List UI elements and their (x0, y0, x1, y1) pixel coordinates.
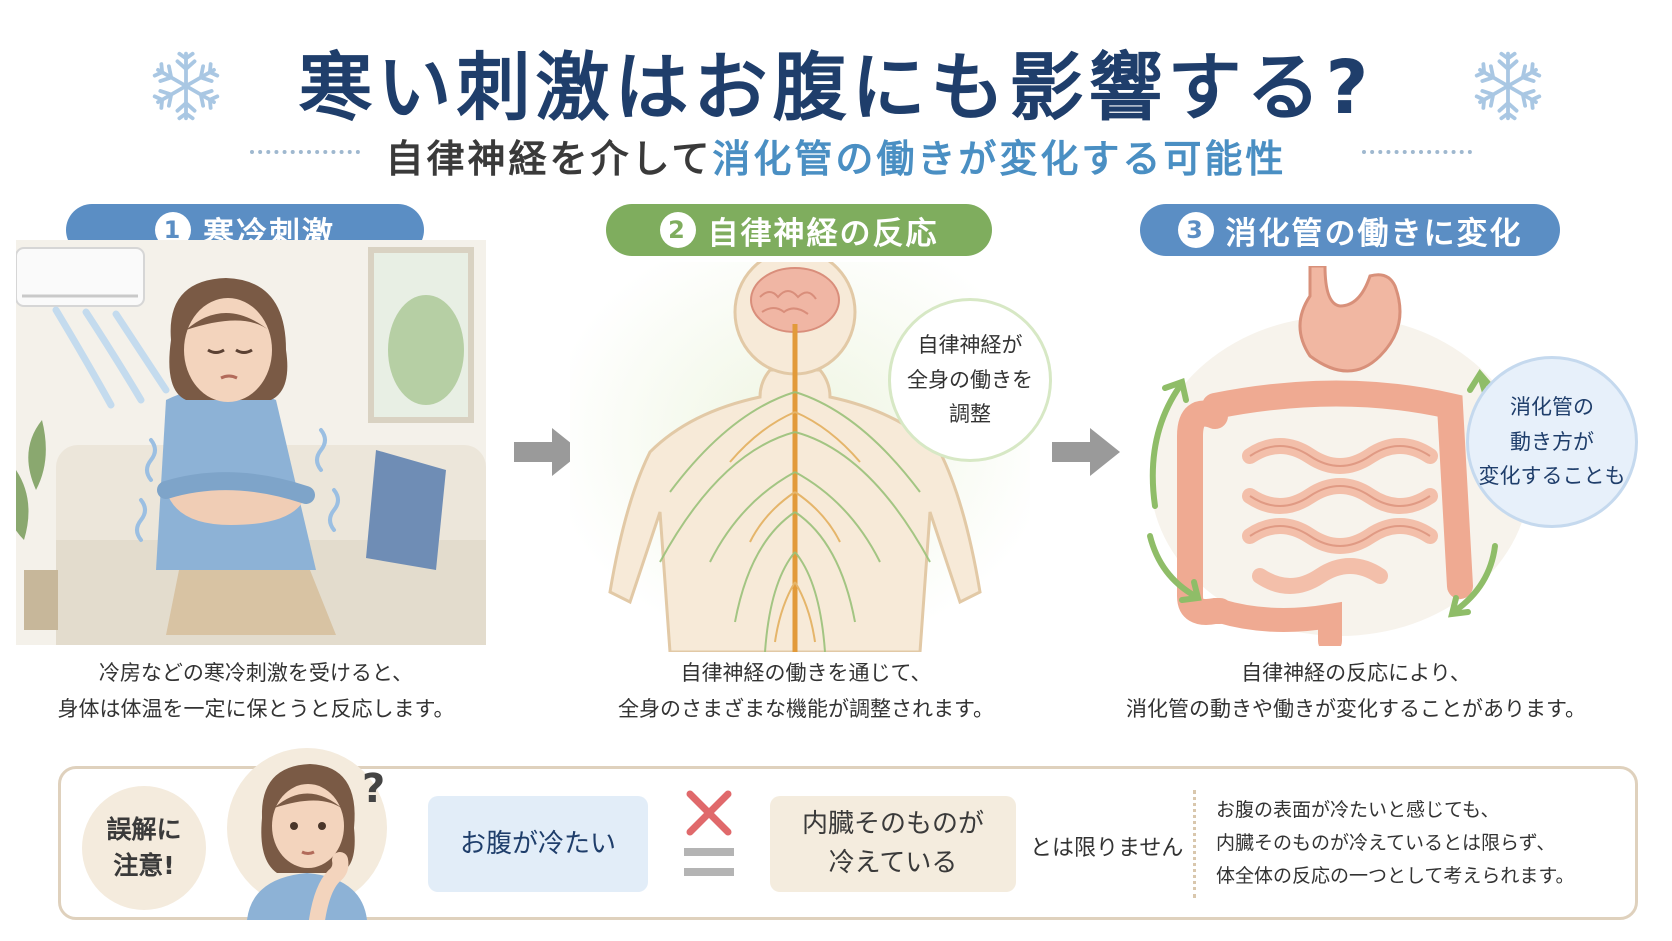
step-number: 2 (659, 212, 696, 248)
badge-line: 注意! (113, 851, 175, 880)
dotted-divider (250, 150, 360, 154)
cold-woman-illustration (16, 240, 486, 645)
tag-line: 冷えている (828, 848, 958, 878)
step-3-pill: 3 消化管の働きに変化 (1140, 204, 1560, 256)
dotted-vertical-divider (1193, 790, 1196, 898)
gut-speech-bubble: 消化管の 動き方が 変化することも (1466, 356, 1638, 528)
desc-line: 自律神経の働きを通じて、 (680, 661, 932, 685)
desc-line: 身体は体温を一定に保とうと反応します。 (57, 697, 455, 721)
step-2-description: 自律神経の働きを通じて、 全身のさまざまな機能が調整されます。 (556, 655, 1056, 727)
desc-line: 全身のさまざまな機能が調整されます。 (618, 697, 994, 721)
note-line: 内臓そのものが冷えているとは限らず、 (1216, 832, 1556, 854)
not-necessarily-label: とは限りません (1030, 836, 1184, 861)
note-line: 体全体の反応の一つとして考えられます。 (1216, 865, 1575, 887)
step-label: 消化管の働きに変化 (1225, 215, 1523, 252)
tag-line: 内臓そのものが (801, 809, 984, 839)
note-line: お腹の表面が冷たいと感じても、 (1216, 799, 1500, 821)
bubble-line: 消化管の (1510, 395, 1594, 420)
misconception-tag: 内臓そのものが 冷えている (770, 796, 1016, 892)
not-equal-icon (684, 790, 734, 876)
bubble-line: 自律神経が (917, 333, 1023, 358)
snowflake-icon (151, 51, 221, 121)
nerve-speech-bubble: 自律神経が 全身の働きを 調整 (888, 298, 1052, 462)
step-number: 3 (1177, 212, 1214, 248)
step-1-description: 冷房などの寒冷刺激を受けると、 身体は体温を一定に保とうと反応します。 (16, 655, 496, 727)
digestive-tract-illustration (1147, 266, 1530, 646)
step-3-description: 自律神経の反応により、 消化管の動きや働きが変化することがあります。 (1076, 655, 1636, 727)
thinking-woman-illustration (227, 748, 387, 920)
nervous-system-illustration (570, 262, 1030, 652)
desc-line: 冷房などの寒冷刺激を受けると、 (98, 661, 414, 685)
desc-line: 自律神経の反応により、 (1241, 661, 1471, 685)
caution-badge: 誤解に 注意! (82, 786, 206, 910)
subtitle-part1: 自律神経を介して (385, 137, 713, 181)
bubble-line: 全身の働きを (907, 367, 1033, 392)
note-explanation: お腹の表面が冷たいと感じても、 内臓そのものが冷えているとは限らず、 体全体の反… (1216, 794, 1626, 893)
belief-tag: お腹が冷たい (428, 796, 648, 892)
bubble-line: 調整 (949, 402, 991, 427)
page-subtitle: 自律神経を介して消化管の働きが変化する可能性 (0, 128, 1672, 183)
desc-line: 消化管の動きや働きが変化することがあります。 (1126, 697, 1586, 721)
bubble-line: 変化することも (1478, 464, 1626, 489)
subtitle-part2: 消化管の働きが変化する可能性 (712, 137, 1287, 181)
question-mark: ? (362, 766, 386, 812)
snowflake-icon (1473, 51, 1543, 121)
bubble-line: 動き方が (1510, 429, 1594, 454)
step-2-pill: 2 自律神経の反応 (606, 204, 992, 256)
badge-line: 誤解に (106, 814, 182, 844)
arrow-right-icon (1052, 428, 1120, 476)
page-title: 寒い刺激はお腹にも影響する? (298, 45, 1374, 131)
step-label: 自律神経の反応 (707, 215, 939, 252)
dotted-divider (1362, 150, 1472, 154)
arrow-right-icon (514, 428, 582, 476)
